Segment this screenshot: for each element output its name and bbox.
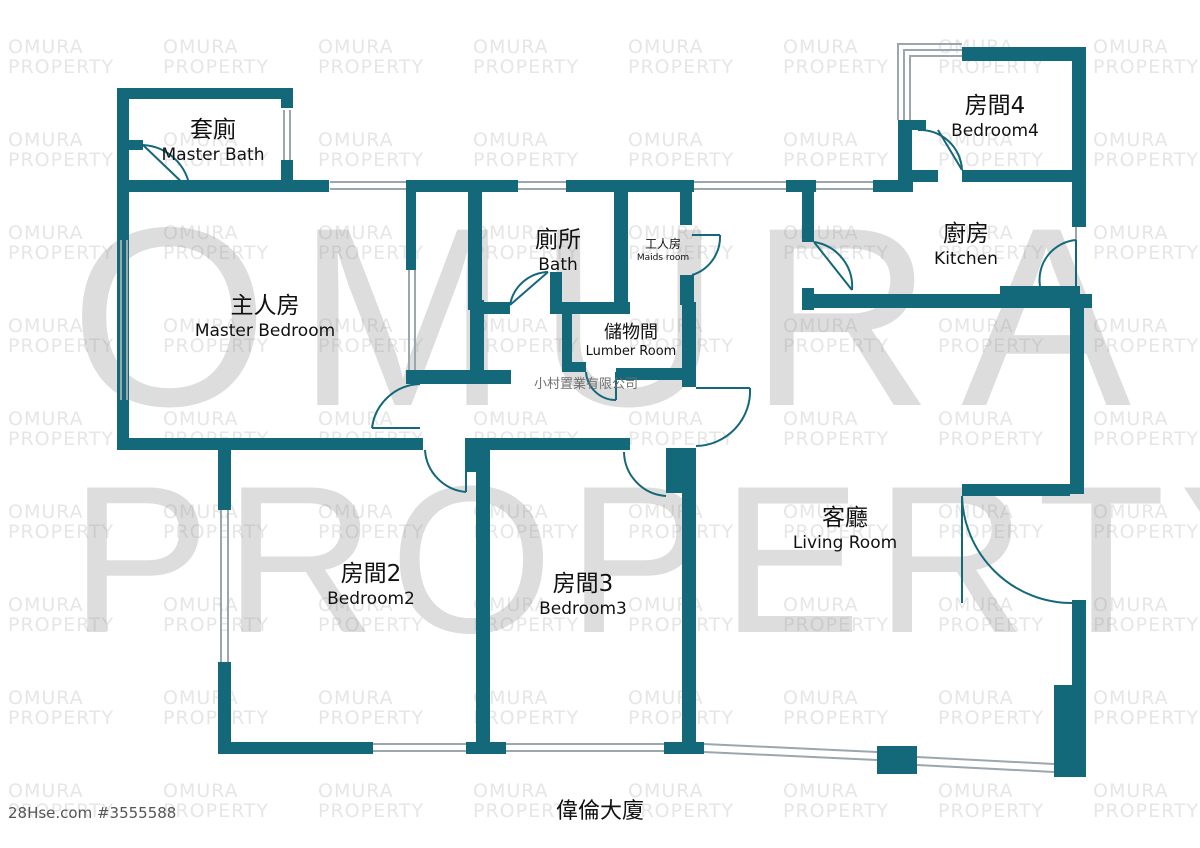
watermark-big-line1: OMURA xyxy=(70,175,1160,460)
doors xyxy=(142,128,1077,604)
room-label-zh: 儲物間 xyxy=(604,322,658,343)
room-label-zh: 房間2 xyxy=(340,561,402,587)
room-label-en: Maids room xyxy=(636,253,690,263)
room-label-zh: 套廁 xyxy=(190,117,236,143)
room-living-room: 客廳 Living Room xyxy=(780,504,910,554)
room-label-en: Lumber Room xyxy=(585,344,677,359)
room-label-en: Kitchen xyxy=(934,249,998,269)
room-label-en: Bedroom3 xyxy=(539,599,627,619)
room-label-zh: 廁所 xyxy=(535,227,581,253)
room-label-zh: 廚房 xyxy=(943,221,989,247)
room-label-zh: 客廳 xyxy=(822,505,868,531)
room-bedroom4: 房間4 Bedroom4 xyxy=(930,92,1060,142)
room-master-bath: 套廁 Master Bath xyxy=(150,116,276,166)
room-label-zh: 房間3 xyxy=(552,571,614,597)
listing-id: 28Hse.com #3555588 xyxy=(8,804,177,822)
room-label-zh: 工人房 xyxy=(644,237,681,251)
room-label-en: Master Bath xyxy=(161,145,265,165)
room-lumber-room: 儲物間 Lumber Room xyxy=(576,322,686,360)
room-maids-room: 工人房 Maids room xyxy=(632,236,694,264)
room-label-zh: 主人房 xyxy=(230,293,300,319)
room-label-en: Master Bedroom xyxy=(194,321,336,341)
room-bedroom3: 房間3 Bedroom3 xyxy=(518,570,648,620)
company-name: 小村置業有限公司 xyxy=(534,377,639,392)
building-name: 偉倫大廈 xyxy=(555,799,644,824)
room-master-bedroom: 主人房 Master Bedroom xyxy=(175,292,355,342)
room-label-zh: 房間4 xyxy=(964,93,1026,119)
room-label-en: Living Room xyxy=(792,533,898,553)
room-label-en: Bath xyxy=(538,255,578,275)
room-bath: 廁所 Bath xyxy=(518,226,598,276)
room-label-en: Bedroom4 xyxy=(951,121,1039,141)
room-bedroom2: 房間2 Bedroom2 xyxy=(306,560,436,610)
windows xyxy=(120,43,1077,773)
room-kitchen: 廚房 Kitchen xyxy=(916,220,1016,270)
room-label-en: Bedroom2 xyxy=(327,589,415,609)
